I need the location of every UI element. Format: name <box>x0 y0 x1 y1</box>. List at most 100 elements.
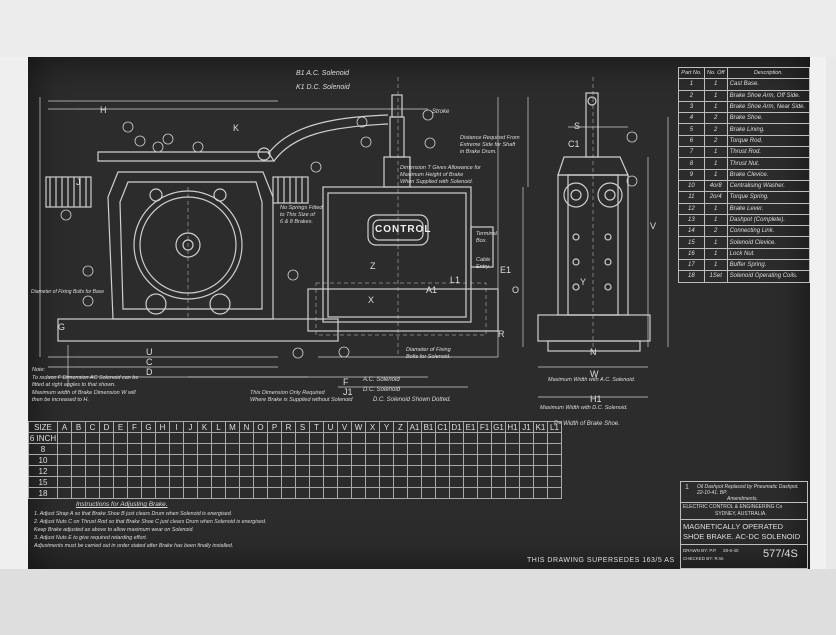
label-stroke: Stroke <box>432 109 450 115</box>
size-cell <box>449 465 464 477</box>
scan-border-bottom <box>0 569 836 635</box>
dim-e1: E1 <box>500 265 512 275</box>
quantity-cell: 1 <box>703 146 728 159</box>
parts-header-no-off: No. Off <box>703 66 728 80</box>
size-cell <box>351 476 366 488</box>
size-cell <box>127 476 142 488</box>
size-column-header: T <box>309 421 324 433</box>
size-cell <box>225 476 240 488</box>
size-cell <box>491 443 506 455</box>
size-cell <box>519 443 534 455</box>
scan-border-left <box>0 57 28 569</box>
size-cell <box>99 465 114 477</box>
size-row-label: 6 INCH <box>28 432 58 444</box>
dim-d: D <box>146 367 153 377</box>
size-cell <box>309 432 324 444</box>
size-cell <box>225 465 240 477</box>
dim-f: F <box>343 377 349 387</box>
size-cell <box>435 487 450 499</box>
size-cell <box>253 432 268 444</box>
dim-o: O <box>512 285 520 295</box>
note-dimension-t: Dimension T Gives Allowance for Maximum … <box>400 165 481 186</box>
size-cell <box>463 465 478 477</box>
size-cell <box>421 454 436 466</box>
size-cell <box>281 465 296 477</box>
dim-c: C <box>146 357 153 367</box>
size-cell <box>477 476 492 488</box>
size-cell <box>365 454 380 466</box>
size-column-header: R <box>281 421 296 433</box>
size-cell <box>407 465 422 477</box>
size-cell <box>519 476 534 488</box>
dim-v: V <box>650 221 657 231</box>
size-column-header: K <box>197 421 212 433</box>
instruction-line: 2. Adjust Nuts C on Thrust Rod so that B… <box>34 519 267 525</box>
size-cell <box>127 454 142 466</box>
size-cell <box>477 487 492 499</box>
size-column-header: F <box>127 421 142 433</box>
size-cell <box>463 432 478 444</box>
size-cell <box>155 454 170 466</box>
size-cell <box>113 487 128 499</box>
size-cell <box>113 465 128 477</box>
size-cell <box>533 443 548 455</box>
scan-border-top <box>0 0 836 57</box>
size-cell <box>477 443 492 455</box>
size-cell <box>225 443 240 455</box>
size-cell <box>113 476 128 488</box>
note-cable-entry: Cable Entry. <box>476 257 490 271</box>
size-cell <box>225 432 240 444</box>
dim-r: R <box>498 329 505 339</box>
description-cell: Connecting Link. <box>726 225 810 238</box>
note-cable-entry-line: Cable <box>476 257 491 263</box>
size-column-header: B <box>71 421 86 433</box>
size-cell <box>127 487 142 499</box>
size-cell <box>141 476 156 488</box>
instruction-line: Keep Brake adjusted as above to allow ma… <box>34 527 194 533</box>
note-cable-entry-line: Entry. <box>476 264 490 270</box>
size-cell <box>169 432 184 444</box>
description-cell: Brake Lining. <box>726 123 810 136</box>
size-cell <box>435 443 450 455</box>
size-cell <box>253 487 268 499</box>
size-cell <box>183 487 198 499</box>
part-number-cell: 12 <box>678 202 705 215</box>
size-cell <box>533 432 548 444</box>
instructions-heading: Instructions for Adjusting Brake. <box>76 501 168 508</box>
part-number-cell: 18 <box>678 270 705 283</box>
size-cell <box>127 443 142 455</box>
dim-w: W <box>590 369 599 379</box>
description-cell: Buffer Spring. <box>726 259 810 272</box>
size-column-header: J1 <box>519 421 534 433</box>
size-cell <box>99 476 114 488</box>
note-dimension-only-line: This Dimension Only Required <box>250 390 325 396</box>
part-number-cell: 4 <box>678 112 705 125</box>
size-cell <box>505 487 520 499</box>
size-cell <box>309 465 324 477</box>
size-cell <box>281 487 296 499</box>
description-cell: Thrust Nut. <box>726 157 810 170</box>
part-number-cell: 17 <box>678 259 705 272</box>
size-cell <box>267 454 282 466</box>
size-cell <box>477 454 492 466</box>
size-cell <box>295 476 310 488</box>
size-cell <box>169 454 184 466</box>
size-cell <box>71 487 86 499</box>
size-column-header: H1 <box>505 421 520 433</box>
size-cell <box>169 443 184 455</box>
size-cell <box>211 487 226 499</box>
dim-s: S <box>574 121 581 131</box>
description-cell: Brake Shoe Arm, Off Side. <box>726 89 810 102</box>
size-cell <box>281 443 296 455</box>
size-cell <box>491 454 506 466</box>
quantity-cell: 1 <box>703 89 728 102</box>
size-cell <box>351 432 366 444</box>
size-cell <box>337 487 352 499</box>
